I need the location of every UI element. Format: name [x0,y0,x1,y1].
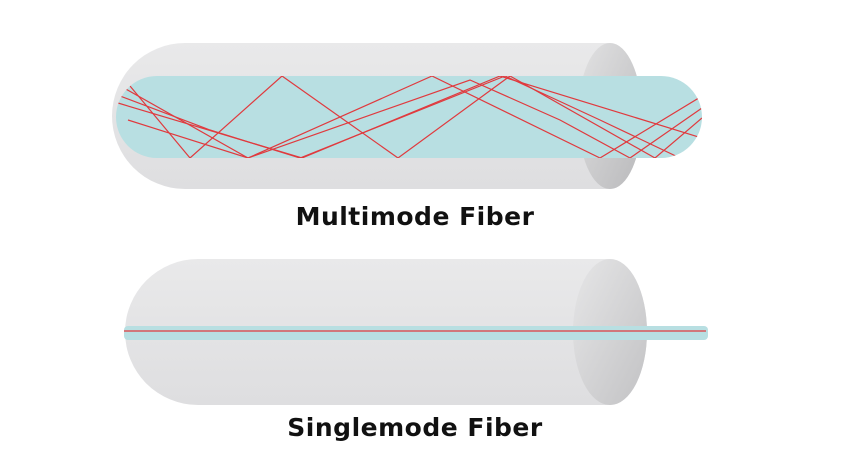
ray-path-1 [123,76,702,158]
ray-path-4 [127,79,702,158]
multimode-fiber [112,43,702,189]
singlemode-core [124,326,708,340]
ray-path-5 [119,76,681,158]
singlemode-fiber [124,259,708,405]
multimode-core [116,76,702,158]
multimode-caption: Multimode Fiber [295,202,535,231]
singlemode-caption: Singlemode Fiber [287,413,543,442]
multimode-light-rays [117,76,702,158]
